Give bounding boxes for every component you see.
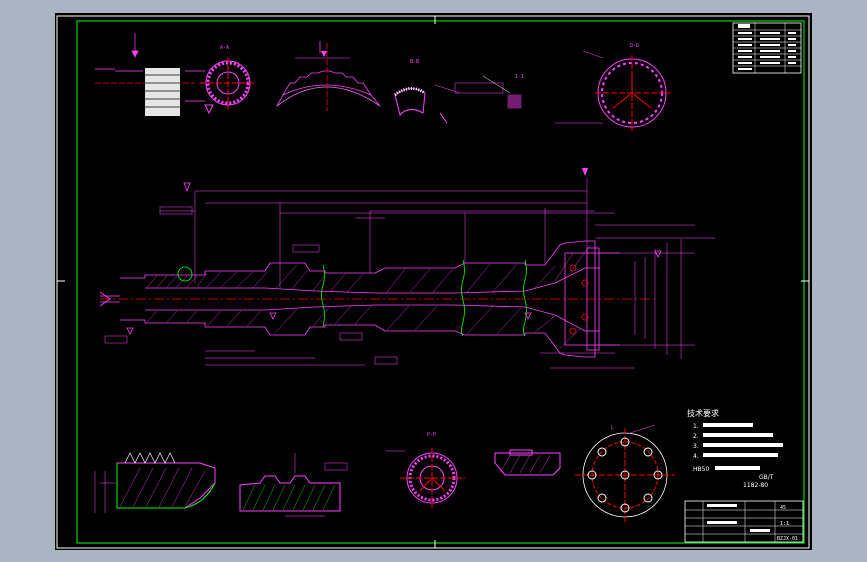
title-scale: 1:1: [780, 521, 789, 527]
groove-profile: [494, 449, 561, 476]
view-label-d-d: D-D: [630, 43, 639, 49]
tooth-section-left: [94, 452, 216, 513]
drawing-viewport[interactable]: A-A B-B 1-1 D-D: [55, 13, 812, 550]
req-line-4: 4.: [693, 453, 699, 460]
title-material: 45: [780, 505, 786, 511]
tech-requirements-title: 技术要求: [687, 408, 719, 418]
spline-detail-view: [95, 33, 205, 116]
gear-tooth-view: [276, 41, 381, 111]
parameter-table: [732, 22, 802, 74]
bolt-circle-view: L: [575, 424, 675, 523]
section-p-p-view: P-P: [385, 432, 465, 508]
inner-frame: [76, 20, 805, 544]
rack-section: [239, 453, 348, 517]
view-label-b-b: B-B: [410, 59, 419, 65]
title-drawing-no: BZJX-01: [777, 536, 798, 542]
outer-frame: [56, 15, 810, 549]
section-1-1-view: 1-1: [482, 74, 524, 109]
view-label-p-p: P-P: [427, 432, 436, 438]
view-label-l: L: [611, 425, 614, 431]
req-line-3: 3.: [693, 443, 699, 450]
tech-requirements: 技术要求 1. 2. 3. 4. HB50 GB/T 1182-80: [687, 408, 783, 489]
req-line-2: 2.: [693, 433, 699, 440]
view-label-a-a: A-A: [220, 45, 229, 51]
section-a-a-view: A-A: [200, 45, 255, 115]
view-label-1-1: 1-1: [515, 74, 524, 80]
section-d-d-view: D-D: [555, 43, 670, 131]
title-block: 45 1:1 BZJX-01: [684, 500, 804, 543]
req-line-5: HB50: [693, 466, 709, 473]
req-line-1: 1.: [693, 423, 699, 430]
cad-drawing: A-A B-B 1-1 D-D: [56, 15, 810, 549]
req-line-7: 1182-80: [743, 482, 768, 489]
section-b-b-view: B-B: [394, 59, 504, 124]
main-shaft-view: [99, 168, 715, 369]
req-line-6: GB/T: [759, 474, 774, 481]
